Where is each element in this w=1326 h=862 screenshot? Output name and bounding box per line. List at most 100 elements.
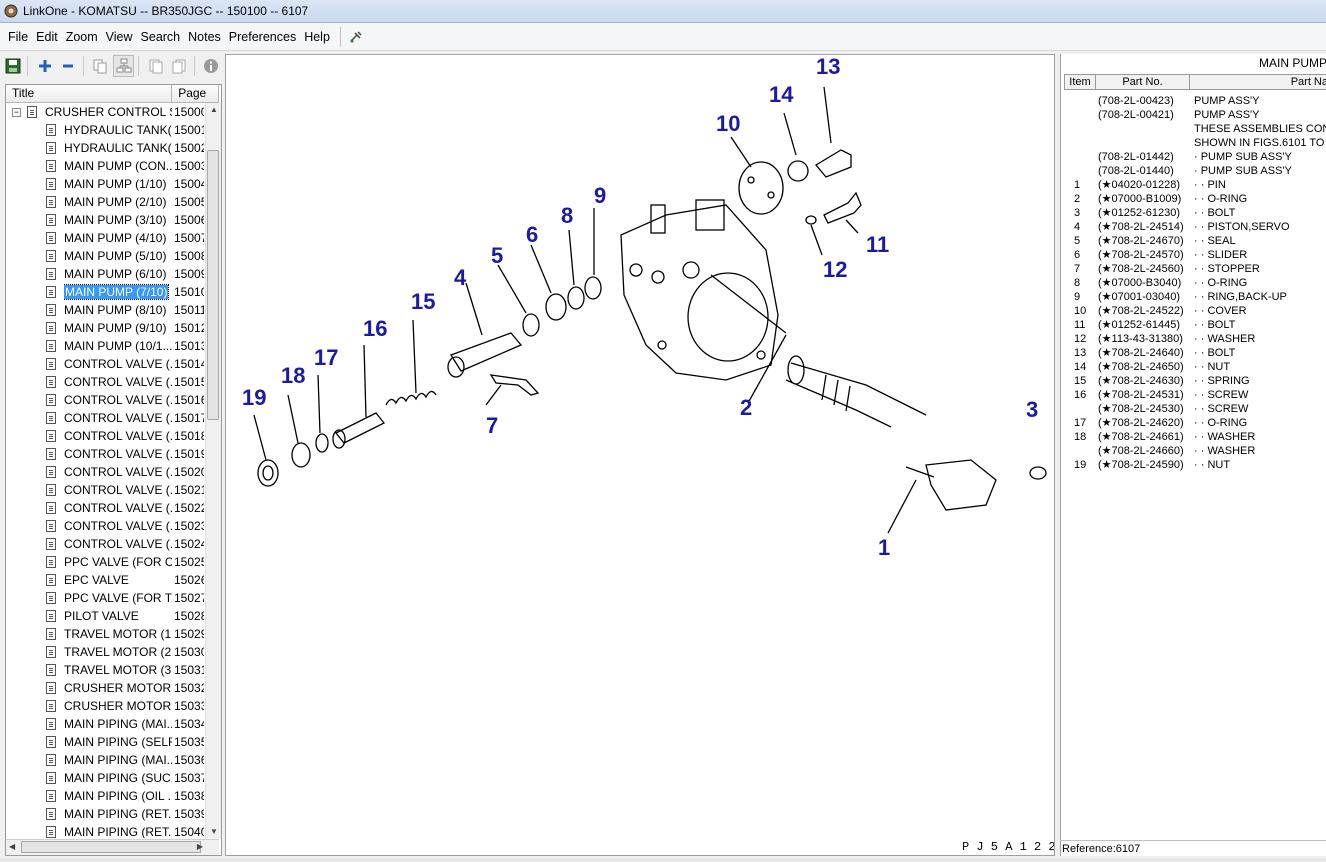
collapse-icon[interactable]: −	[12, 107, 21, 117]
parts-row[interactable]: 4(★708-2L-24514)· · PISTON,SERVO	[1064, 220, 1326, 234]
parts-row[interactable]: 10(★708-2L-24522)· · COVER	[1064, 304, 1326, 318]
tree-item[interactable]: MAIN PUMP (8/10)15011	[6, 301, 205, 319]
tree-item[interactable]: MAIN PUMP (4/10)15007	[6, 229, 205, 247]
tree-item[interactable]: CONTROL VALVE (...15020	[6, 463, 205, 481]
callout-3[interactable]: 3	[1026, 397, 1038, 422]
callout-9[interactable]: 9	[594, 183, 606, 208]
parts-row[interactable]: 7(★708-2L-24560)· · STOPPER	[1064, 262, 1326, 276]
parts-row[interactable]: 15(★708-2L-24630)· · SPRING	[1064, 374, 1326, 388]
tree-item[interactable]: TRAVEL MOTOR (1...15029	[6, 625, 205, 643]
scroll-right-icon[interactable]: ▶	[196, 842, 203, 851]
callout-19[interactable]: 19	[242, 385, 266, 410]
tree-root-item[interactable]: − CRUSHER CONTROL S... 15000	[6, 103, 205, 121]
tree-item[interactable]: PPC VALVE (FOR T...15027	[6, 589, 205, 607]
parts-row[interactable]: SHOWN IN FIGS.6101 TO	[1064, 136, 1326, 150]
tree-column-page[interactable]: Page	[172, 85, 219, 102]
tree-item[interactable]: CONTROL VALVE (...15022	[6, 499, 205, 517]
menu-file[interactable]: File	[8, 29, 29, 44]
callout-2[interactable]: 2	[740, 395, 752, 420]
parts-row[interactable]: 13(★708-2L-24640)· · BOLT	[1064, 346, 1326, 360]
callout-16[interactable]: 16	[363, 316, 387, 341]
menu-zoom[interactable]: Zoom	[65, 29, 98, 44]
callout-6[interactable]: 6	[526, 222, 538, 247]
zoom-out-button[interactable]	[58, 55, 79, 77]
tree-item[interactable]: CONTROL VALVE (...15014	[6, 355, 205, 373]
parts-row[interactable]: 8(★07000-B3040)· · O-RING	[1064, 276, 1326, 290]
scroll-left-icon[interactable]: ◀	[9, 842, 16, 851]
tree-item[interactable]: MAIN PUMP (7/10)15010	[6, 283, 205, 301]
callout-1[interactable]: 1	[878, 535, 890, 560]
parts-row[interactable]: (★708-2L-24530)· · SCREW	[1064, 402, 1326, 416]
scrollbar-thumb[interactable]	[207, 150, 219, 420]
tree-item[interactable]: CONTROL VALVE (...15024	[6, 535, 205, 553]
info-button[interactable]	[201, 55, 222, 77]
menu-edit[interactable]: Edit	[36, 29, 58, 44]
tree-item[interactable]: MAIN PUMP (5/10)15008	[6, 247, 205, 265]
tree-item[interactable]: PILOT VALVE15028	[6, 607, 205, 625]
parts-row[interactable]: THESE ASSEMBLIES CON	[1064, 122, 1326, 136]
tree-item[interactable]: MAIN PUMP (CON...15003	[6, 157, 205, 175]
parts-row[interactable]: 16(★708-2L-24531)· · SCREW	[1064, 388, 1326, 402]
parts-row[interactable]: (★708-2L-24660)· · WASHER	[1064, 444, 1326, 458]
copy-button[interactable]	[90, 55, 111, 77]
menu-preferences[interactable]: Preferences	[228, 29, 297, 44]
tree-horizontal-scrollbar[interactable]: ◀ ▶	[6, 839, 219, 855]
parts-row[interactable]: 9(★07001-03040)· · RING,BACK-UP	[1064, 290, 1326, 304]
parts-row[interactable]: 12(★113-43-31380)· · WASHER	[1064, 332, 1326, 346]
tree-item[interactable]: HYDRAULIC TANK(...15001	[6, 121, 205, 139]
tree-item[interactable]: MAIN PUMP (9/10)15012	[6, 319, 205, 337]
tree-item[interactable]: MAIN PIPING (SELF...15035	[6, 733, 205, 751]
callout-17[interactable]: 17	[314, 345, 338, 370]
tree-item[interactable]: MAIN PUMP (3/10)15006	[6, 211, 205, 229]
parts-row[interactable]: 6(★708-2L-24570)· · SLIDER	[1064, 248, 1326, 262]
scroll-up-icon[interactable]: ▲	[210, 105, 218, 114]
tree-item[interactable]: MAIN PUMP (6/10)15009	[6, 265, 205, 283]
parts-row[interactable]: (708-2L-00423)PUMP ASS'Y	[1064, 94, 1326, 108]
tree-item[interactable]: MAIN PUMP (1/10)15004	[6, 175, 205, 193]
scroll-down-icon[interactable]: ▼	[210, 827, 218, 836]
menu-view[interactable]: View	[105, 29, 133, 44]
save-button[interactable]	[2, 55, 23, 77]
tree-item[interactable]: TRAVEL MOTOR (2...15030	[6, 643, 205, 661]
tree-item[interactable]: CONTROL VALVE (...15017	[6, 409, 205, 427]
tree-item[interactable]: CRUSHER MOTOR ...15032	[6, 679, 205, 697]
parts-row[interactable]: 5(★708-2L-24670)· · SEAL	[1064, 234, 1326, 248]
callout-7[interactable]: 7	[486, 413, 498, 438]
callout-14[interactable]: 14	[769, 82, 794, 107]
tree-item[interactable]: MAIN PUMP (10/1...15013	[6, 337, 205, 355]
parts-row[interactable]: 11(★01252-61445)· · BOLT	[1064, 318, 1326, 332]
parts-row[interactable]: 18(★708-2L-24661)· · WASHER	[1064, 430, 1326, 444]
parts-row[interactable]: (708-2L-00421)PUMP ASS'Y	[1064, 108, 1326, 122]
callout-10[interactable]: 10	[716, 111, 740, 136]
callout-18[interactable]: 18	[281, 363, 305, 388]
parts-row[interactable]: 17(★708-2L-24620)· · O-RING	[1064, 416, 1326, 430]
tree-item[interactable]: CONTROL VALVE (...15015	[6, 373, 205, 391]
column-part-no[interactable]: Part No.	[1096, 75, 1190, 89]
parts-row[interactable]: 1(★04020-01228)· · PIN	[1064, 178, 1326, 192]
tree-item[interactable]: CONTROL VALVE (...15023	[6, 517, 205, 535]
tree-item[interactable]: MAIN PIPING (RET...15040	[6, 823, 205, 838]
tree-item[interactable]: CONTROL VALVE (...15019	[6, 445, 205, 463]
tree-item[interactable]: MAIN PUMP (2/10)15005	[6, 193, 205, 211]
prev-page-button[interactable]	[145, 55, 166, 77]
menu-search[interactable]: Search	[140, 29, 181, 44]
tree-item[interactable]: CONTROL VALVE (...15021	[6, 481, 205, 499]
parts-row[interactable]: (708-2L-01442)· PUMP SUB ASS'Y	[1064, 150, 1326, 164]
menu-notes[interactable]: Notes	[188, 29, 221, 44]
callout-8[interactable]: 8	[561, 203, 573, 228]
tree-column-title[interactable]: Title	[6, 85, 173, 102]
callout-4[interactable]: 4	[454, 265, 467, 290]
zoom-in-button[interactable]	[34, 55, 55, 77]
tree-button[interactable]	[113, 55, 135, 77]
next-page-button[interactable]	[169, 55, 190, 77]
callout-15[interactable]: 15	[411, 289, 435, 314]
callout-13[interactable]: 13	[816, 55, 840, 79]
callout-12[interactable]: 12	[823, 257, 847, 282]
tree-item[interactable]: MAIN PIPING (SUC...15037	[6, 769, 205, 787]
column-item[interactable]: Item	[1065, 75, 1096, 89]
tree-item[interactable]: PPC VALVE (FOR C...15025	[6, 553, 205, 571]
tree-item[interactable]: MAIN PIPING (OIL ...15038	[6, 787, 205, 805]
tree-vertical-scrollbar[interactable]: ▲ ▼	[205, 103, 221, 838]
link-tool-button[interactable]	[345, 26, 367, 48]
